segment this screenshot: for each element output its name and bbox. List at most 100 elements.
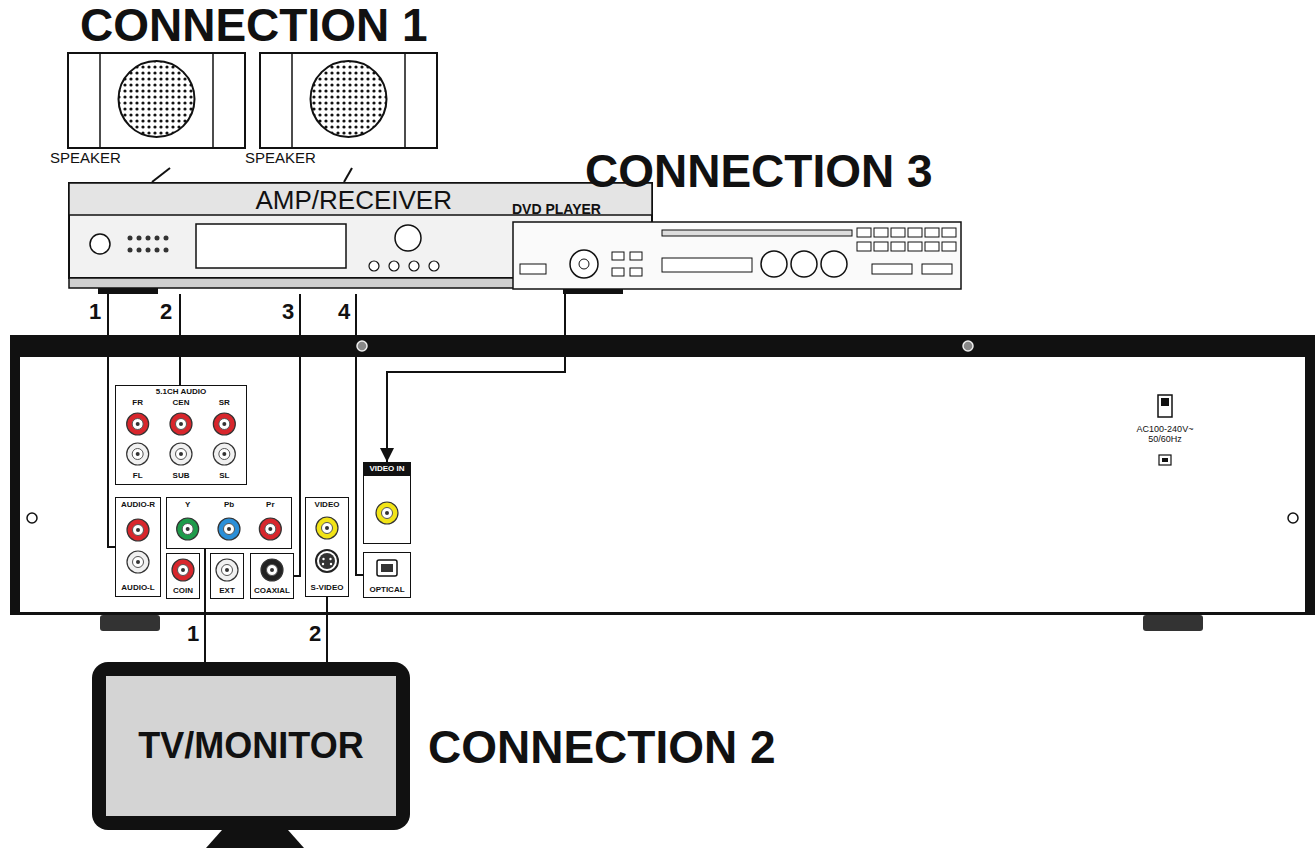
jack-pin [270,568,274,572]
cabinet-edge [212,53,214,148]
jack-ring [127,551,149,573]
jack-pin [136,528,140,532]
jack-pin [179,422,183,426]
jack-ring [172,559,194,581]
panel-screw [357,341,367,351]
stereo-jack-panel: AUDIO-RAUDIO-L [115,497,161,597]
callout-number: 4 [337,300,351,324]
jack-ring [316,517,338,539]
jack-label: AUDIO-R [121,501,155,510]
rca-jack [261,559,283,581]
panel-foot [1143,615,1203,631]
jack-label: OPTICAL [369,586,404,595]
power-knob [90,234,110,254]
speaker-box: SPEAKER [50,52,255,168]
svideo-jack [316,550,338,572]
callout-number: 1 [88,300,102,324]
cable [326,597,328,662]
jack-pin [136,422,140,426]
jack-label: EXT [219,587,235,596]
panel-screw [1288,513,1298,523]
amp-button [155,236,160,241]
rca-jack [127,413,149,435]
dvd-button [925,228,939,237]
cable [108,294,115,547]
back-panel: AC100-240V~ 50/60Hz5.1CH AUDIOFRCENSRFLS… [10,335,1315,615]
jack-ring [316,550,338,572]
device-label: AMP/RECEIVER [256,186,453,215]
ext-jack: EXT [210,553,244,599]
jack-socket [176,449,187,460]
dvd-button [630,268,642,276]
speaker-grille [119,61,195,137]
amp-button [137,248,142,253]
jack-label: SL [219,472,229,481]
dvd-tray [662,230,852,236]
speaker-grille [311,61,387,137]
panel-side [10,335,20,615]
jack-ring [213,443,235,465]
power-rating: AC100-240V~ 50/60Hz [1129,425,1201,445]
jack-socket [382,508,393,519]
jack-socket [133,557,144,568]
amp-button [137,236,142,241]
jack-pin [385,511,389,515]
jacks-art [306,498,350,598]
jack-ring [216,559,238,581]
dvd-button [908,242,922,251]
amp-button [164,236,169,241]
jack-label: SUB [173,472,190,481]
jack-label: COIN [173,587,193,596]
callout-number: 2 [308,622,322,646]
panel-screw [27,513,37,523]
component-jack-panel: YPbPr [166,497,292,549]
amp-button [128,248,133,253]
rca-jack [177,518,199,540]
jack-socket [265,524,276,535]
dvd-button [891,228,905,237]
jack-socket [219,449,230,460]
power-switch [1158,395,1172,417]
jack-socket [182,524,193,535]
jack-pin [329,558,331,560]
jack-socket [132,419,143,430]
jack-ring [261,559,283,581]
coaxial-jack: COAXIAL [250,553,294,599]
tv-stand [206,830,304,848]
amp-button [429,261,439,271]
rca-jack [218,518,240,540]
panel-side [1305,335,1315,615]
dvd-button [874,242,888,251]
jack-socket [132,449,143,460]
dvd-button [925,242,939,251]
optical-jack: OPTICAL [363,552,411,598]
speaker-cabinet [68,53,245,148]
jack-pin [186,527,190,531]
cable [344,168,352,182]
callout-number: 2 [159,300,173,324]
jack-label: CEN [173,399,190,408]
jack-label: SR [219,399,230,408]
cabinet-edge [404,53,406,148]
rca-jack [170,413,192,435]
device-label: TV/MONITOR [106,676,396,816]
jack-pin [222,452,226,456]
jack-ring [127,519,149,541]
dvd-knob [791,251,817,277]
coin-jack: COIN [166,553,200,599]
rca-jack [216,559,238,581]
jack-ring [170,443,192,465]
dvd-button [908,228,922,237]
surround-jack-panel: 5.1CH AUDIOFRCENSRFLSUBSL [115,385,247,485]
video-jack-panel: VIDEOS-VIDEO [305,497,349,597]
panel-bottom-edge [10,612,1315,615]
rca-jack [172,559,194,581]
jack-pin [227,527,231,531]
speaker-box: SPEAKER [245,52,450,168]
optical-shutter [381,564,393,572]
dvd-body [513,222,961,289]
jack-ring [376,502,398,524]
panel-foot [100,615,160,631]
jack-label: S-VIDEO [311,584,344,593]
